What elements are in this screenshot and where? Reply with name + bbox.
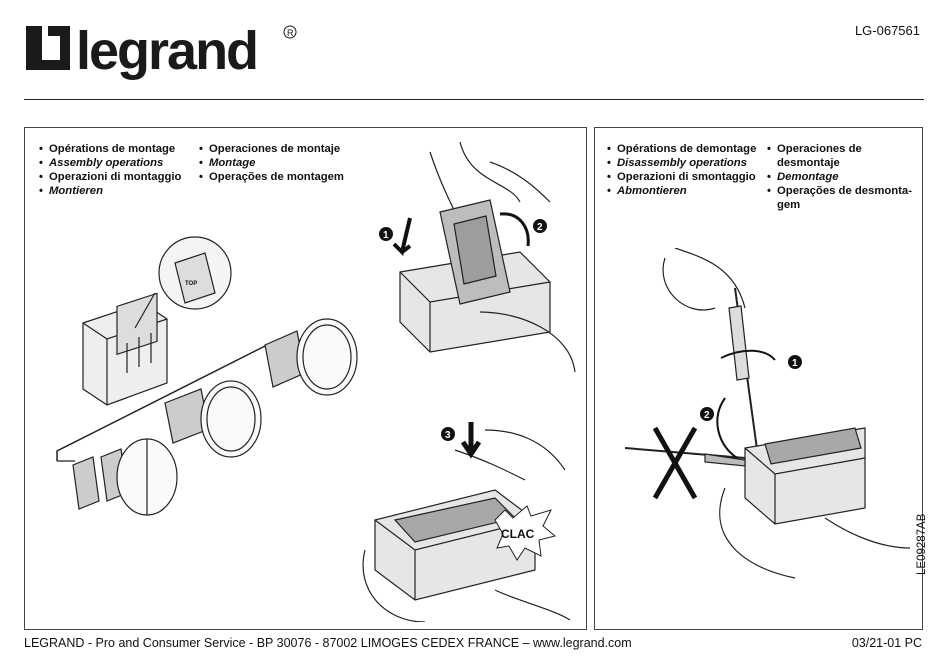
cover-plate-1 <box>72 438 178 516</box>
assembly-label-it: Operazioni di montaggio <box>39 170 209 184</box>
step-badge-3 <box>441 427 455 441</box>
assembly-label-fr: Opérations de montage <box>39 142 209 156</box>
step-badge-2 <box>533 219 547 233</box>
rotate-arrow-1 <box>720 349 776 361</box>
disassembly-label-es: Operaciones de desmontaje <box>767 142 917 170</box>
logo-mark-icon <box>26 26 70 70</box>
assembly-label-de: Montieren <box>39 184 209 198</box>
step-number-3: 3 <box>445 430 451 441</box>
step-number-1: 1 <box>383 230 389 241</box>
arrow-down-3 <box>460 422 482 459</box>
assembly-label-es: Operaciones de montaje <box>199 142 369 156</box>
disassembly-label-pt: Operações de desmonta-gem <box>767 184 917 212</box>
footer-address: LEGRAND - Pro and Consumer Service - BP … <box>24 636 632 650</box>
disassembly-label-de: Abmontieren <box>607 184 767 198</box>
svg-text:R: R <box>287 28 294 38</box>
disassembly-label-en: Disassembly operations <box>607 156 767 170</box>
assembly-labels-col1: Opérations de montage Assembly operation… <box>39 142 209 198</box>
d-step-badge-1 <box>788 355 802 369</box>
header-divider <box>24 99 924 100</box>
legrand-logo: legrand R <box>24 22 299 92</box>
arrow-down-1 <box>392 217 412 256</box>
disassembly-illustration: 1 2 <box>625 248 911 579</box>
assembly-label-en: Assembly operations <box>39 156 209 170</box>
clac-burst <box>494 505 557 561</box>
d-step-number-1: 1 <box>792 358 798 369</box>
disassembly-label-nl: Demontage <box>767 170 917 184</box>
assembly-labels-col2: Operaciones de montaje Montage Operações… <box>199 142 369 184</box>
cover-plate-3 <box>264 318 358 396</box>
disassembly-labels-col1: Opérations de demontage Disassembly oper… <box>607 142 767 198</box>
disassembly-labels-col2: Operaciones de desmontaje Demontage Oper… <box>767 142 917 212</box>
reference-code: LE09287AB <box>916 513 928 575</box>
assembly-panel: Opérations de montage Assembly operation… <box>24 127 587 630</box>
d-step-number-2: 2 <box>704 410 710 421</box>
assembly-label-pt: Operações de montagem <box>199 170 369 184</box>
snap-in-illustration: 3 CLAC <box>362 422 571 622</box>
d-step-badge-2 <box>700 407 714 421</box>
footer-date: 03/21-01 PC <box>851 636 922 650</box>
tilt-arrow-2 <box>716 397 738 459</box>
disassembly-panel: Opérations de demontage Disassembly oper… <box>594 127 923 630</box>
logo-wordmark: legrand <box>76 22 257 81</box>
cover-plate-2 <box>164 380 262 458</box>
clac-label: CLAC <box>501 527 535 541</box>
step-number-2: 2 <box>537 222 543 233</box>
forbidden-cross-icon <box>652 426 698 500</box>
exploded-assembly-illustration: TOP <box>56 236 358 516</box>
step-badge-1 <box>379 227 393 241</box>
insert-mechanism-illustration: 1 2 <box>379 142 576 372</box>
disassembly-label-fr: Opérations de demontage <box>607 142 767 156</box>
assembly-label-nl: Montage <box>199 156 369 170</box>
mechanism-block <box>82 292 168 406</box>
top-label: TOP <box>185 281 197 287</box>
document-code: LG-067561 <box>854 23 920 38</box>
disassembly-label-it: Operazioni di smontaggio <box>607 170 767 184</box>
arrow-curve-2 <box>499 212 530 247</box>
